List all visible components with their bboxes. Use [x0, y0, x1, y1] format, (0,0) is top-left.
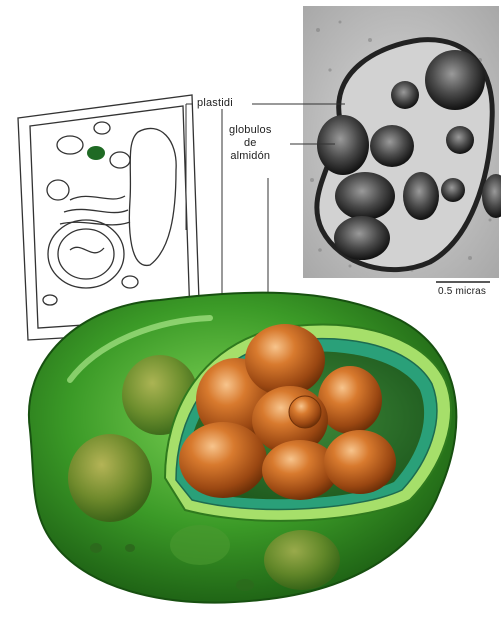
label-scale: 0.5 micras	[437, 286, 487, 297]
label-plastid: plastidi	[196, 97, 234, 109]
plastid-3d-model	[29, 293, 456, 603]
label-starch-globules-line1: globulos	[229, 124, 272, 137]
highlighted-plastid	[87, 146, 105, 160]
label-starch-globules-line2: de	[229, 137, 272, 150]
label-starch-globules-line3: almidón	[229, 150, 272, 163]
label-starch-globules: globulos de almidón	[228, 124, 273, 163]
